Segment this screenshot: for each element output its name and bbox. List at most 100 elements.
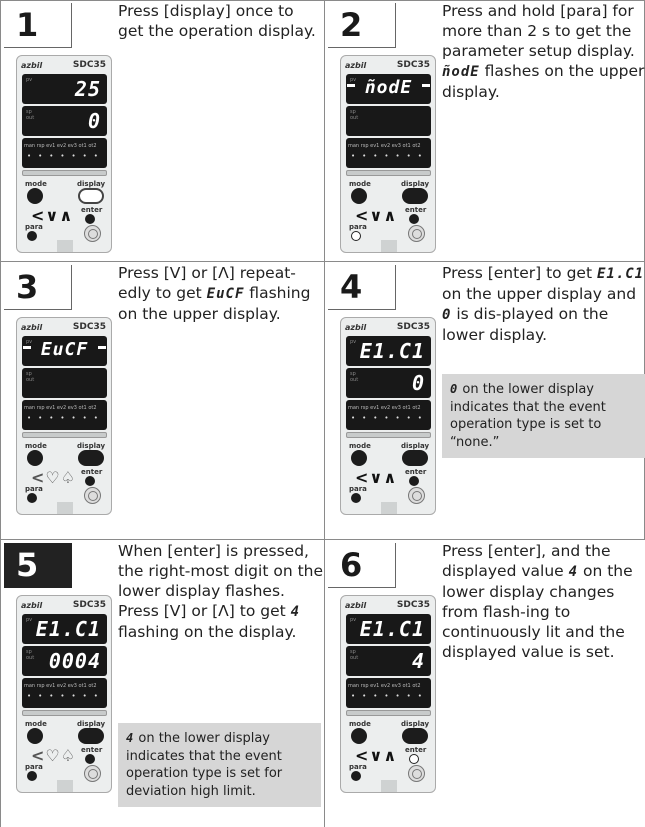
segment-code: 4 [290,604,301,620]
mode-button[interactable] [351,188,367,204]
bar-graph [346,432,431,438]
display-button[interactable] [78,188,104,204]
display-button[interactable] [402,728,428,744]
mode-label: mode [349,720,371,728]
para-button[interactable] [27,231,37,241]
pv-label: pv [350,77,357,83]
arrow-buttons[interactable]: <∨∧ [355,206,398,225]
indicator-leds: ••••••• [27,414,105,422]
para-button[interactable] [27,493,37,503]
step-instruction: Press [display] once to get the operatio… [118,2,316,40]
mode-button[interactable] [351,450,367,466]
enter-button[interactable] [409,476,419,486]
display-button[interactable] [402,188,428,204]
enter-button[interactable] [85,754,95,764]
indicator-labels: man rsp ev1 ev2 ev3 ot1 ot2 [348,683,421,689]
upper-display-value: E1.C1 [359,339,425,363]
para-button[interactable] [351,231,361,241]
step-instruction: Press [enter] to get E1.C1 on the upper … [442,264,645,344]
display-label: display [77,180,106,188]
mode-button[interactable] [27,188,43,204]
brand-logo: azbil [21,601,43,610]
device-foot [57,780,73,792]
model-label: SDC35 [396,600,430,610]
para-label: para [349,223,367,231]
bar-graph [22,170,107,176]
bar-graph [22,432,107,438]
loader-port-icon [408,765,425,782]
mode-label: mode [25,720,47,728]
mode-button[interactable] [27,450,43,466]
pv-label: pv [26,617,33,623]
mode-button[interactable] [27,728,43,744]
arrow-buttons-highlighted[interactable]: <♡♤ [31,468,77,487]
arrow-buttons[interactable]: <∨∧ [31,206,74,225]
step-3: 3 Press [V] or [Λ] repeat-edly to get Eu… [0,262,324,520]
lower-display-value: 0004 [48,649,101,673]
para-label: para [349,485,367,493]
row-divider-1 [0,261,645,262]
para-button[interactable] [351,771,361,781]
device-foot [381,240,397,252]
display-button[interactable] [78,728,104,744]
upper-display: pv E1.C1 [22,614,107,644]
step-number: 3 [4,265,72,310]
indicator-panel: man rsp ev1 ev2 ev3 ot1 ot2 ••••••• [22,138,107,168]
step-number: 4 [328,265,396,310]
display-label: display [77,720,106,728]
display-button[interactable] [402,450,428,466]
enter-button[interactable] [409,754,419,764]
mode-button[interactable] [351,728,367,744]
enter-button[interactable] [85,214,95,224]
row-divider-2 [0,539,645,540]
indicator-labels: man rsp ev1 ev2 ev3 ot1 ot2 [348,405,421,411]
mode-label: mode [25,180,47,188]
enter-label: enter [405,746,427,754]
model-label: SDC35 [72,600,106,610]
device-foot [381,780,397,792]
para-button[interactable] [351,493,361,503]
pv-label: pv [26,339,33,345]
indicator-leds: ••••••• [351,692,429,700]
pv-label: pv [350,617,357,623]
flash-mark-left [347,84,355,87]
arrow-buttons[interactable]: <∨∧ [355,746,398,765]
enter-button[interactable] [85,476,95,486]
upper-display: pv E1.C1 [346,614,431,644]
brand-logo: azbil [21,61,43,70]
indicator-panel: man rsp ev1 ev2 ev3 ot1 ot2 ••••••• [22,678,107,708]
step-number: 1 [4,3,72,48]
brand-logo: azbil [21,323,43,332]
upper-display: pv ñodE [346,74,431,104]
indicator-leds: ••••••• [351,414,429,422]
indicator-panel: man rsp ev1 ev2 ev3 ot1 ot2 ••••••• [22,400,107,430]
display-button[interactable] [78,450,104,466]
bar-graph [346,710,431,716]
mode-label: mode [349,180,371,188]
brand-logo: azbil [345,61,367,70]
step-number: 6 [328,543,396,588]
arrow-buttons-highlighted[interactable]: <♡♤ [31,746,77,765]
mode-label: mode [349,442,371,450]
column-divider [324,0,325,827]
para-button[interactable] [27,771,37,781]
upper-display-value: ñodE [364,77,413,98]
info-note: 0 on the lower display indicates that th… [442,374,645,458]
info-note: 4 on the lower display indicates that th… [118,723,321,807]
enter-button[interactable] [409,214,419,224]
arrow-buttons[interactable]: <∨∧ [355,468,398,487]
step-instruction: Press and hold [para] for more than 2 s … [442,2,645,101]
indicator-panel: man rsp ev1 ev2 ev3 ot1 ot2 ••••••• [346,400,431,430]
lower-display-value: 0 [411,371,425,395]
